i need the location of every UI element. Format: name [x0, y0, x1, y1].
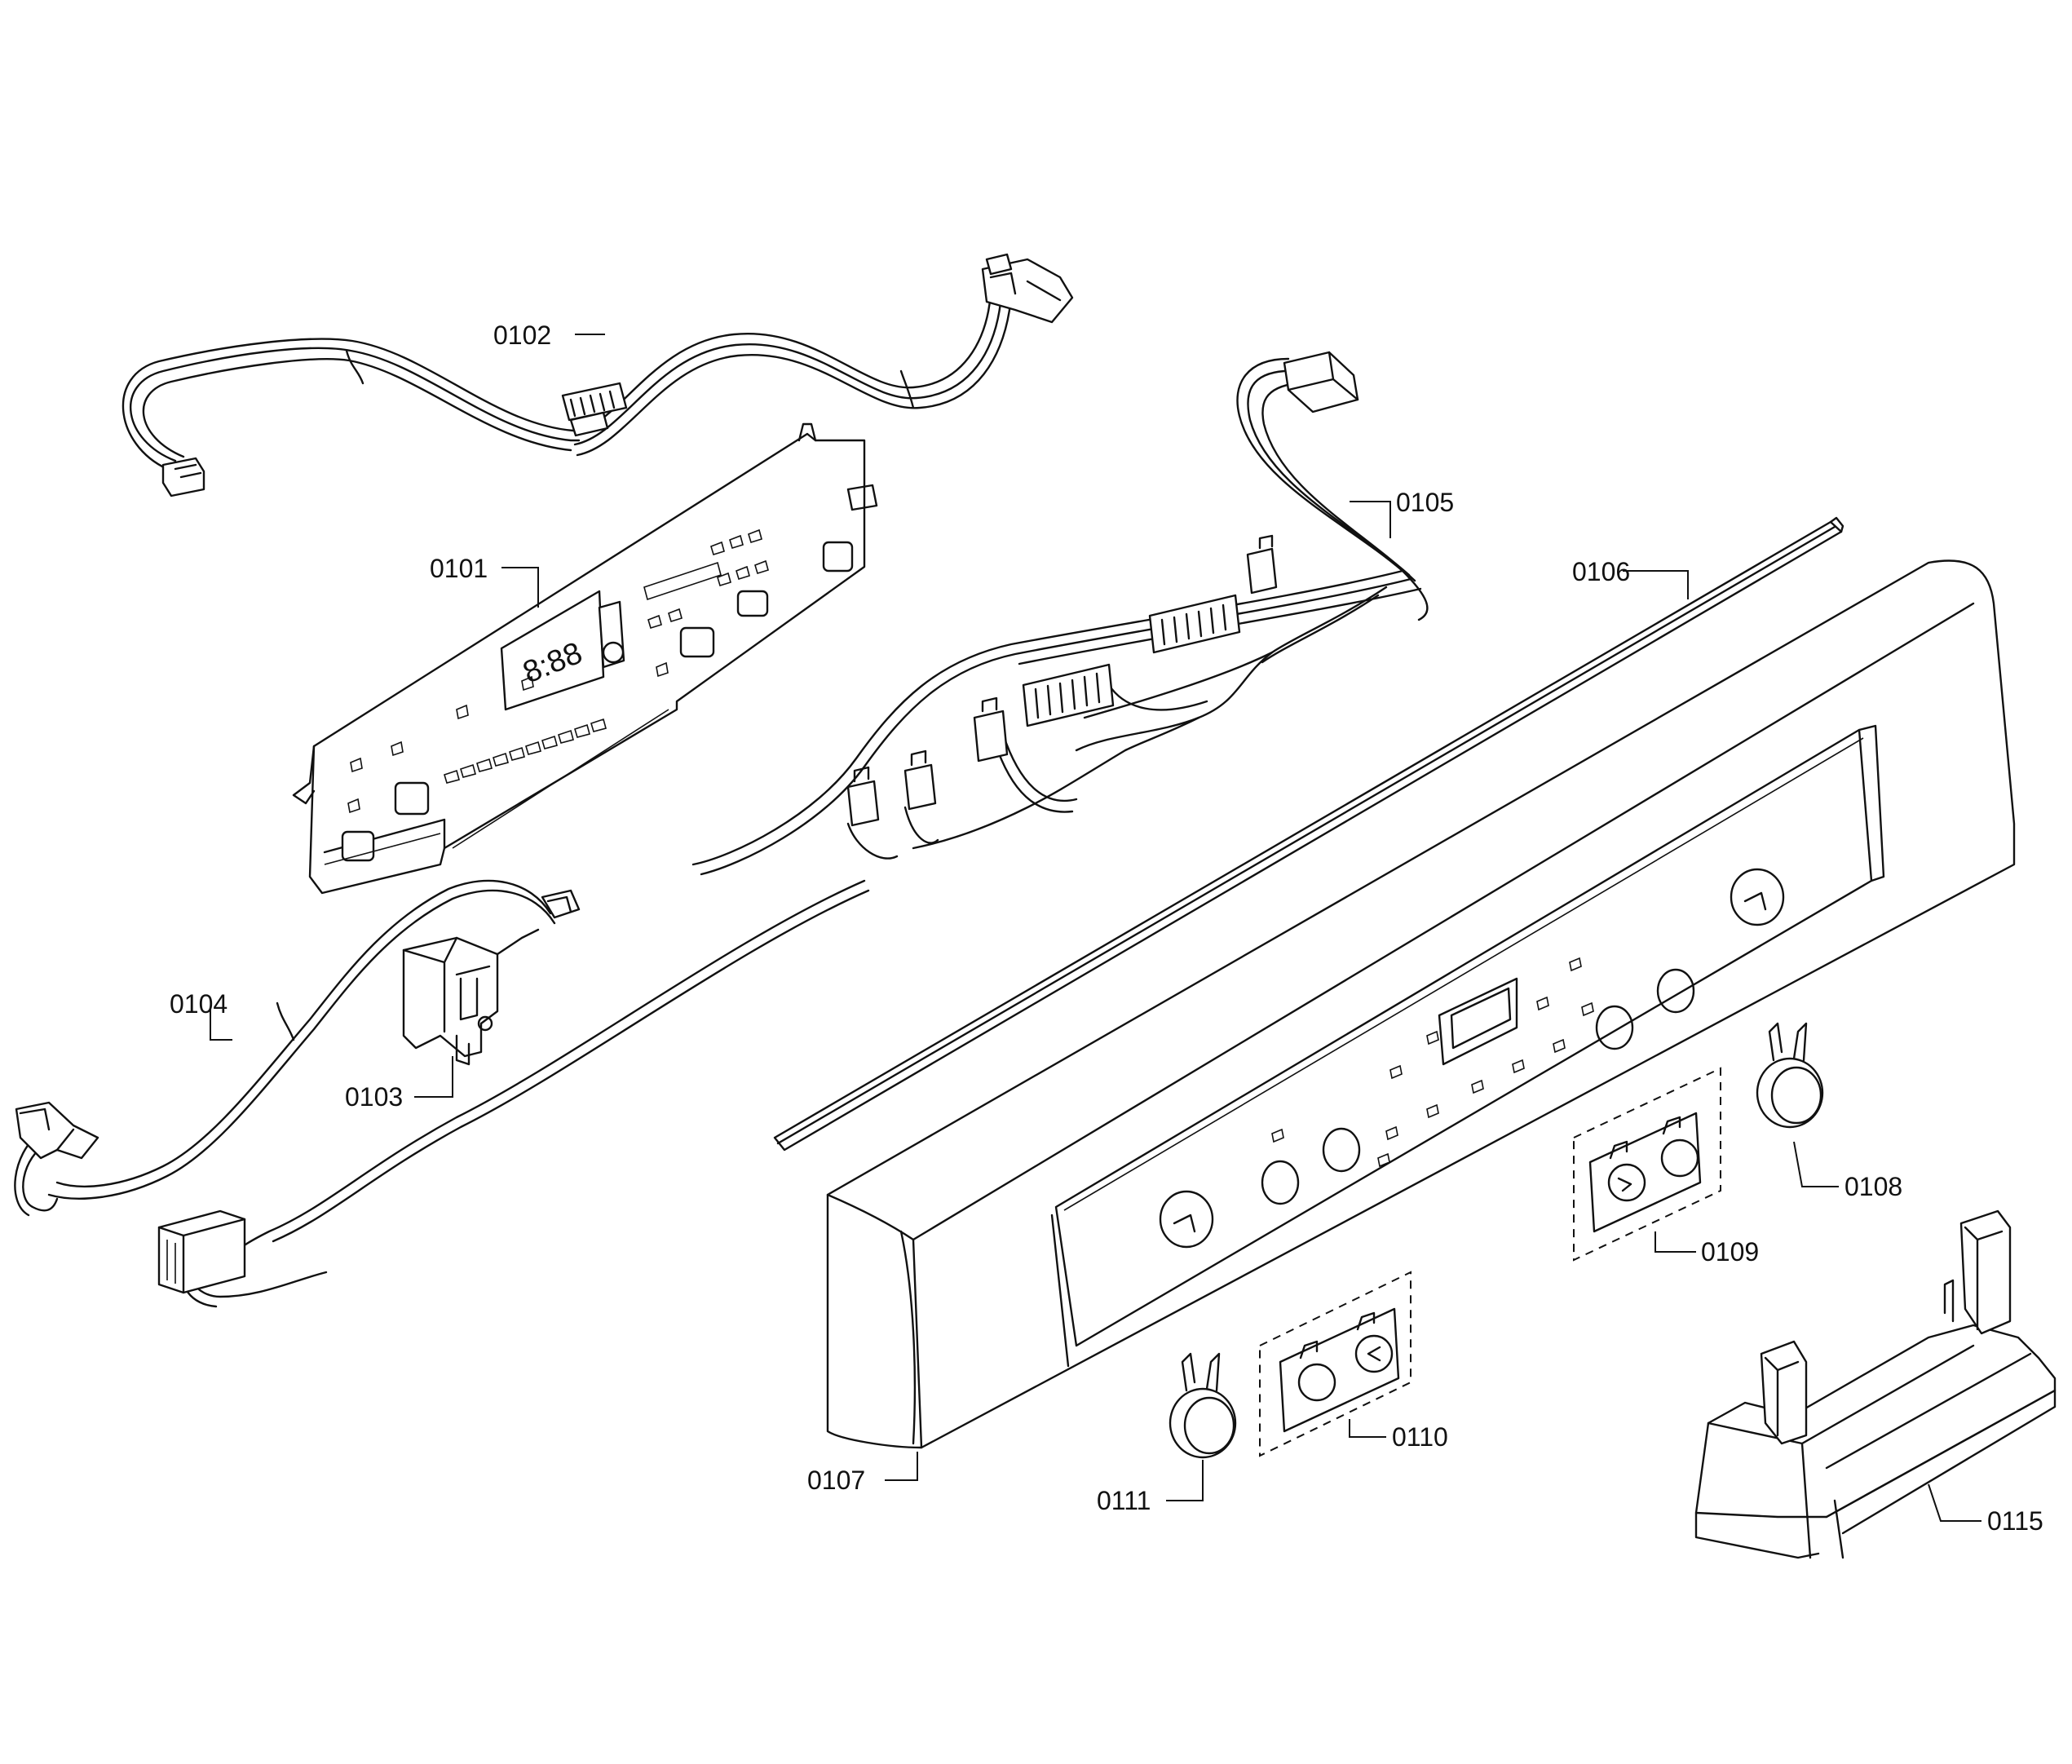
- callout-labels: 0102 0101 0103 0104 0105 0106 0107 0108 …: [170, 321, 2043, 1536]
- callout-leaders: [210, 334, 1981, 1522]
- part-0104-wire-harness: [14, 879, 581, 1308]
- callout-0103: 0103: [345, 1082, 403, 1112]
- callout-0110: 0110: [1392, 1422, 1448, 1452]
- part-0108-knob: [1756, 1022, 1824, 1129]
- callout-0102: 0102: [493, 321, 551, 350]
- callout-0109: 0109: [1701, 1237, 1759, 1267]
- part-0115-bracket: [1694, 1209, 2057, 1559]
- callout-0104: 0104: [170, 989, 228, 1019]
- part-0104-long-wire: [230, 879, 870, 1266]
- callout-0111: 0111: [1097, 1486, 1151, 1515]
- part-0107-control-panel: [826, 559, 2016, 1449]
- part-0111-knob: [1169, 1352, 1237, 1459]
- part-0106-seal-strip: [773, 516, 1844, 1152]
- callout-0108: 0108: [1844, 1172, 1902, 1201]
- part-0103-door-switch: [402, 928, 540, 1066]
- part-0105-wire-harness: [691, 351, 1429, 876]
- callout-0105: 0105: [1396, 488, 1454, 517]
- callout-0107: 0107: [807, 1466, 865, 1495]
- part-0101-control-board: 8:88: [292, 422, 878, 895]
- callout-0106: 0106: [1572, 557, 1630, 586]
- part-0109-button-group: [1573, 1067, 1721, 1262]
- part-0110-button-group: [1259, 1271, 1412, 1457]
- callout-0115: 0115: [1987, 1506, 2043, 1536]
- part-0102-wire-harness: [121, 253, 1074, 497]
- callout-0101: 0101: [430, 554, 488, 583]
